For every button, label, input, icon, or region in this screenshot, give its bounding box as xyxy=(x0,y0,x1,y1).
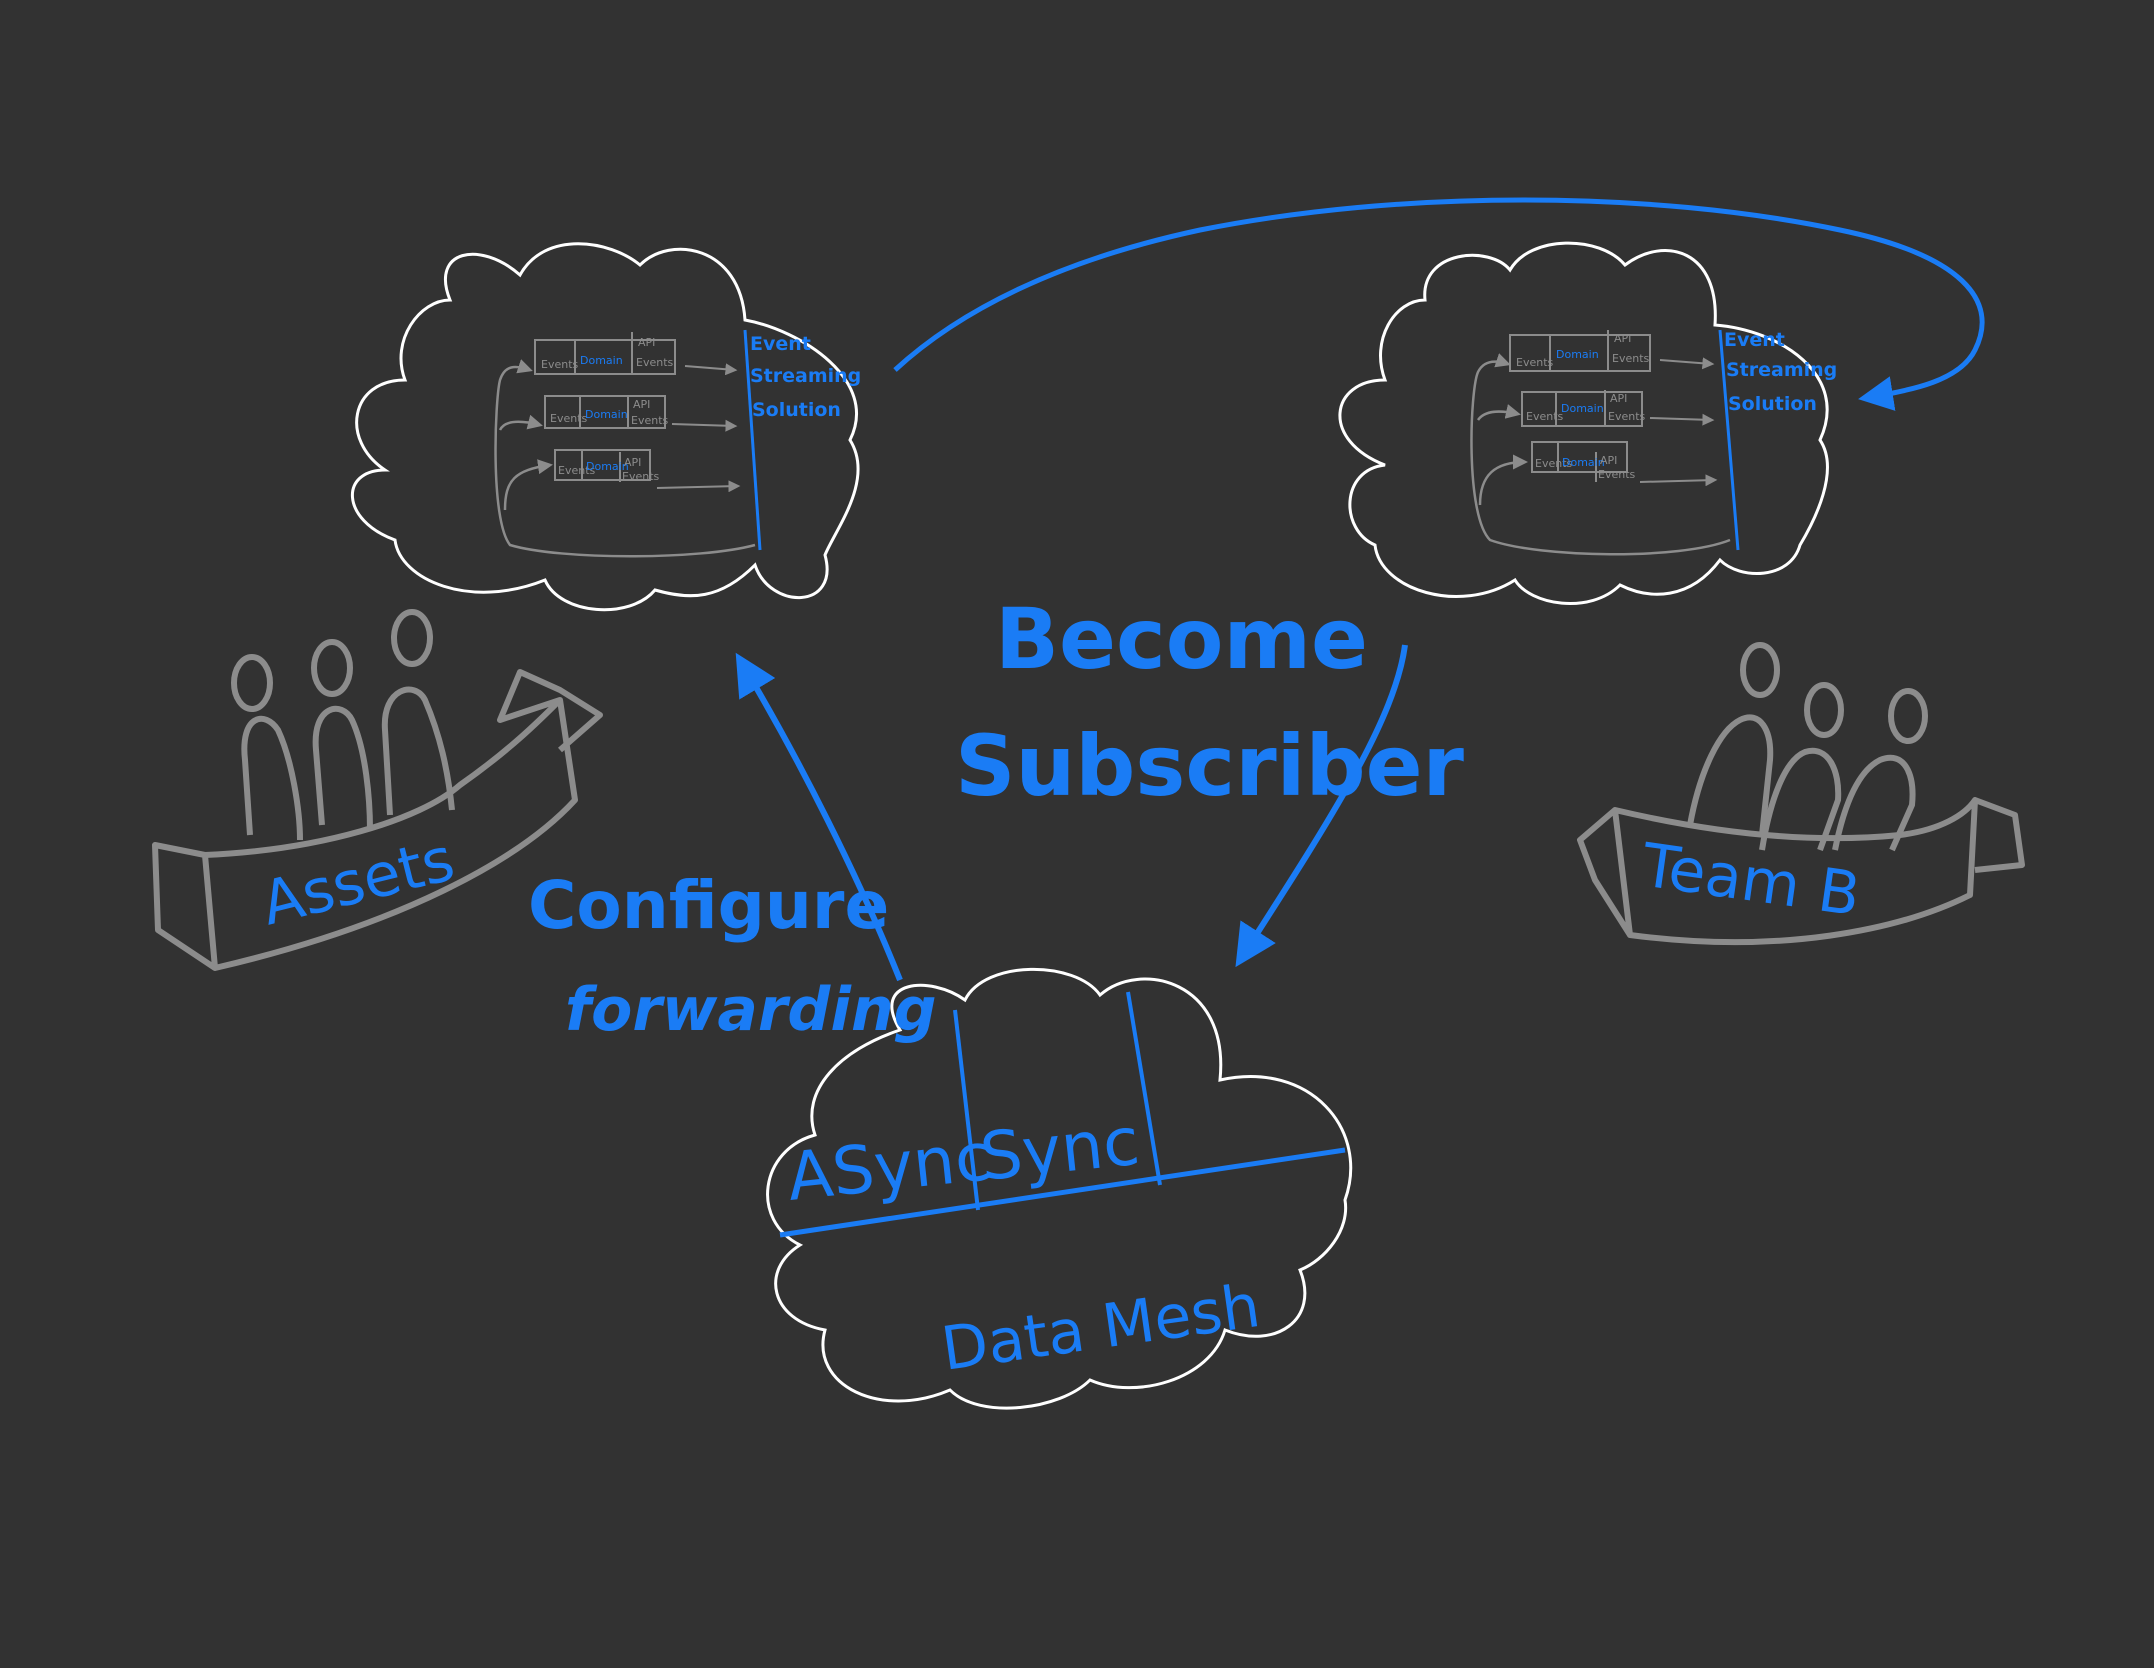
team-banner xyxy=(152,669,603,971)
person-icon xyxy=(311,639,373,831)
person-icon xyxy=(231,654,303,841)
row-events-left: Events xyxy=(1535,457,1573,470)
streaming-label-line: Event xyxy=(1724,329,1785,351)
streaming-label-line: Solution xyxy=(1728,393,1817,415)
row-domain: Domain xyxy=(1561,402,1604,415)
team-banner xyxy=(1577,797,2025,946)
forwarding-label: forwarding xyxy=(565,975,937,1045)
row-domain: Domain xyxy=(1562,456,1605,469)
row-api: API xyxy=(633,398,650,411)
row-events-left: Events xyxy=(1516,356,1554,369)
streaming-divider xyxy=(1718,329,1740,551)
row-api: API xyxy=(638,336,655,349)
row-events-left: Events xyxy=(550,412,588,425)
feedback-loop xyxy=(1478,454,1528,506)
row-api: API xyxy=(624,456,641,469)
subscriber-label: Subscriber xyxy=(955,717,1465,815)
event-row: Events Domain API Events xyxy=(544,395,738,432)
row-api: API xyxy=(1600,454,1617,467)
streaming-divider xyxy=(743,329,762,551)
person-icon xyxy=(1687,642,1780,836)
row-api: API xyxy=(1614,332,1631,345)
become-label: Become xyxy=(995,590,1368,688)
sync-label: Sync xyxy=(977,1103,1143,1196)
row-events-right: Events xyxy=(622,470,660,483)
row-events-left: Events xyxy=(558,464,596,477)
feedback-loop xyxy=(494,359,756,558)
event-row: Events Domain API Events xyxy=(1509,330,1715,372)
mesh-divider xyxy=(779,1147,1346,1238)
feedback-loop xyxy=(503,459,553,511)
row-domain: Domain xyxy=(585,408,628,421)
cloud-outline xyxy=(1338,241,1829,605)
feedback-loop xyxy=(498,414,543,431)
person-icon xyxy=(1759,682,1844,852)
row-domain: Domain xyxy=(586,460,629,473)
event-row: Events Domain API Events xyxy=(554,449,741,493)
assets-event-cloud: Events Domain API Events Events Domain A… xyxy=(350,242,861,612)
row-events-right: Events xyxy=(1598,468,1636,481)
row-api: API xyxy=(1610,392,1627,405)
streaming-label-line: Streaming xyxy=(1726,359,1837,381)
subscribe-arrow-down xyxy=(1235,644,1408,968)
feedback-loop xyxy=(1476,404,1521,421)
row-events-left: Events xyxy=(1526,410,1564,423)
row-domain: Domain xyxy=(1556,348,1599,361)
row-events-right: Events xyxy=(1612,352,1650,365)
event-row: Events Domain API Events xyxy=(1521,390,1715,427)
row-events-right: Events xyxy=(1608,410,1646,423)
configure-label: Configure xyxy=(528,867,889,944)
event-row: Events Domain API Events xyxy=(1531,441,1718,487)
streaming-label-line: Event xyxy=(750,333,811,355)
row-events-left: Events xyxy=(541,358,579,371)
cloud-outline xyxy=(766,967,1353,1410)
streaming-label-line: Solution xyxy=(752,399,841,421)
cloud-outline xyxy=(350,242,860,612)
streaming-label-line: Streaming xyxy=(750,365,861,387)
person-icon xyxy=(1832,688,1928,852)
event-row: Events Domain API Events xyxy=(534,332,738,376)
forward-arrow-up xyxy=(735,652,903,982)
person-icon xyxy=(381,609,455,816)
sync-end-divider xyxy=(1126,991,1162,1186)
async-sync-divider xyxy=(953,1009,980,1211)
subscribe-arrow xyxy=(893,197,1985,411)
row-events-right: Events xyxy=(631,414,669,427)
team-b-event-cloud: Events Domain API Events Events Domain A… xyxy=(1338,241,1837,605)
row-events-right: Events xyxy=(636,356,674,369)
feedback-loop xyxy=(1470,353,1731,556)
row-domain: Domain xyxy=(580,354,623,367)
